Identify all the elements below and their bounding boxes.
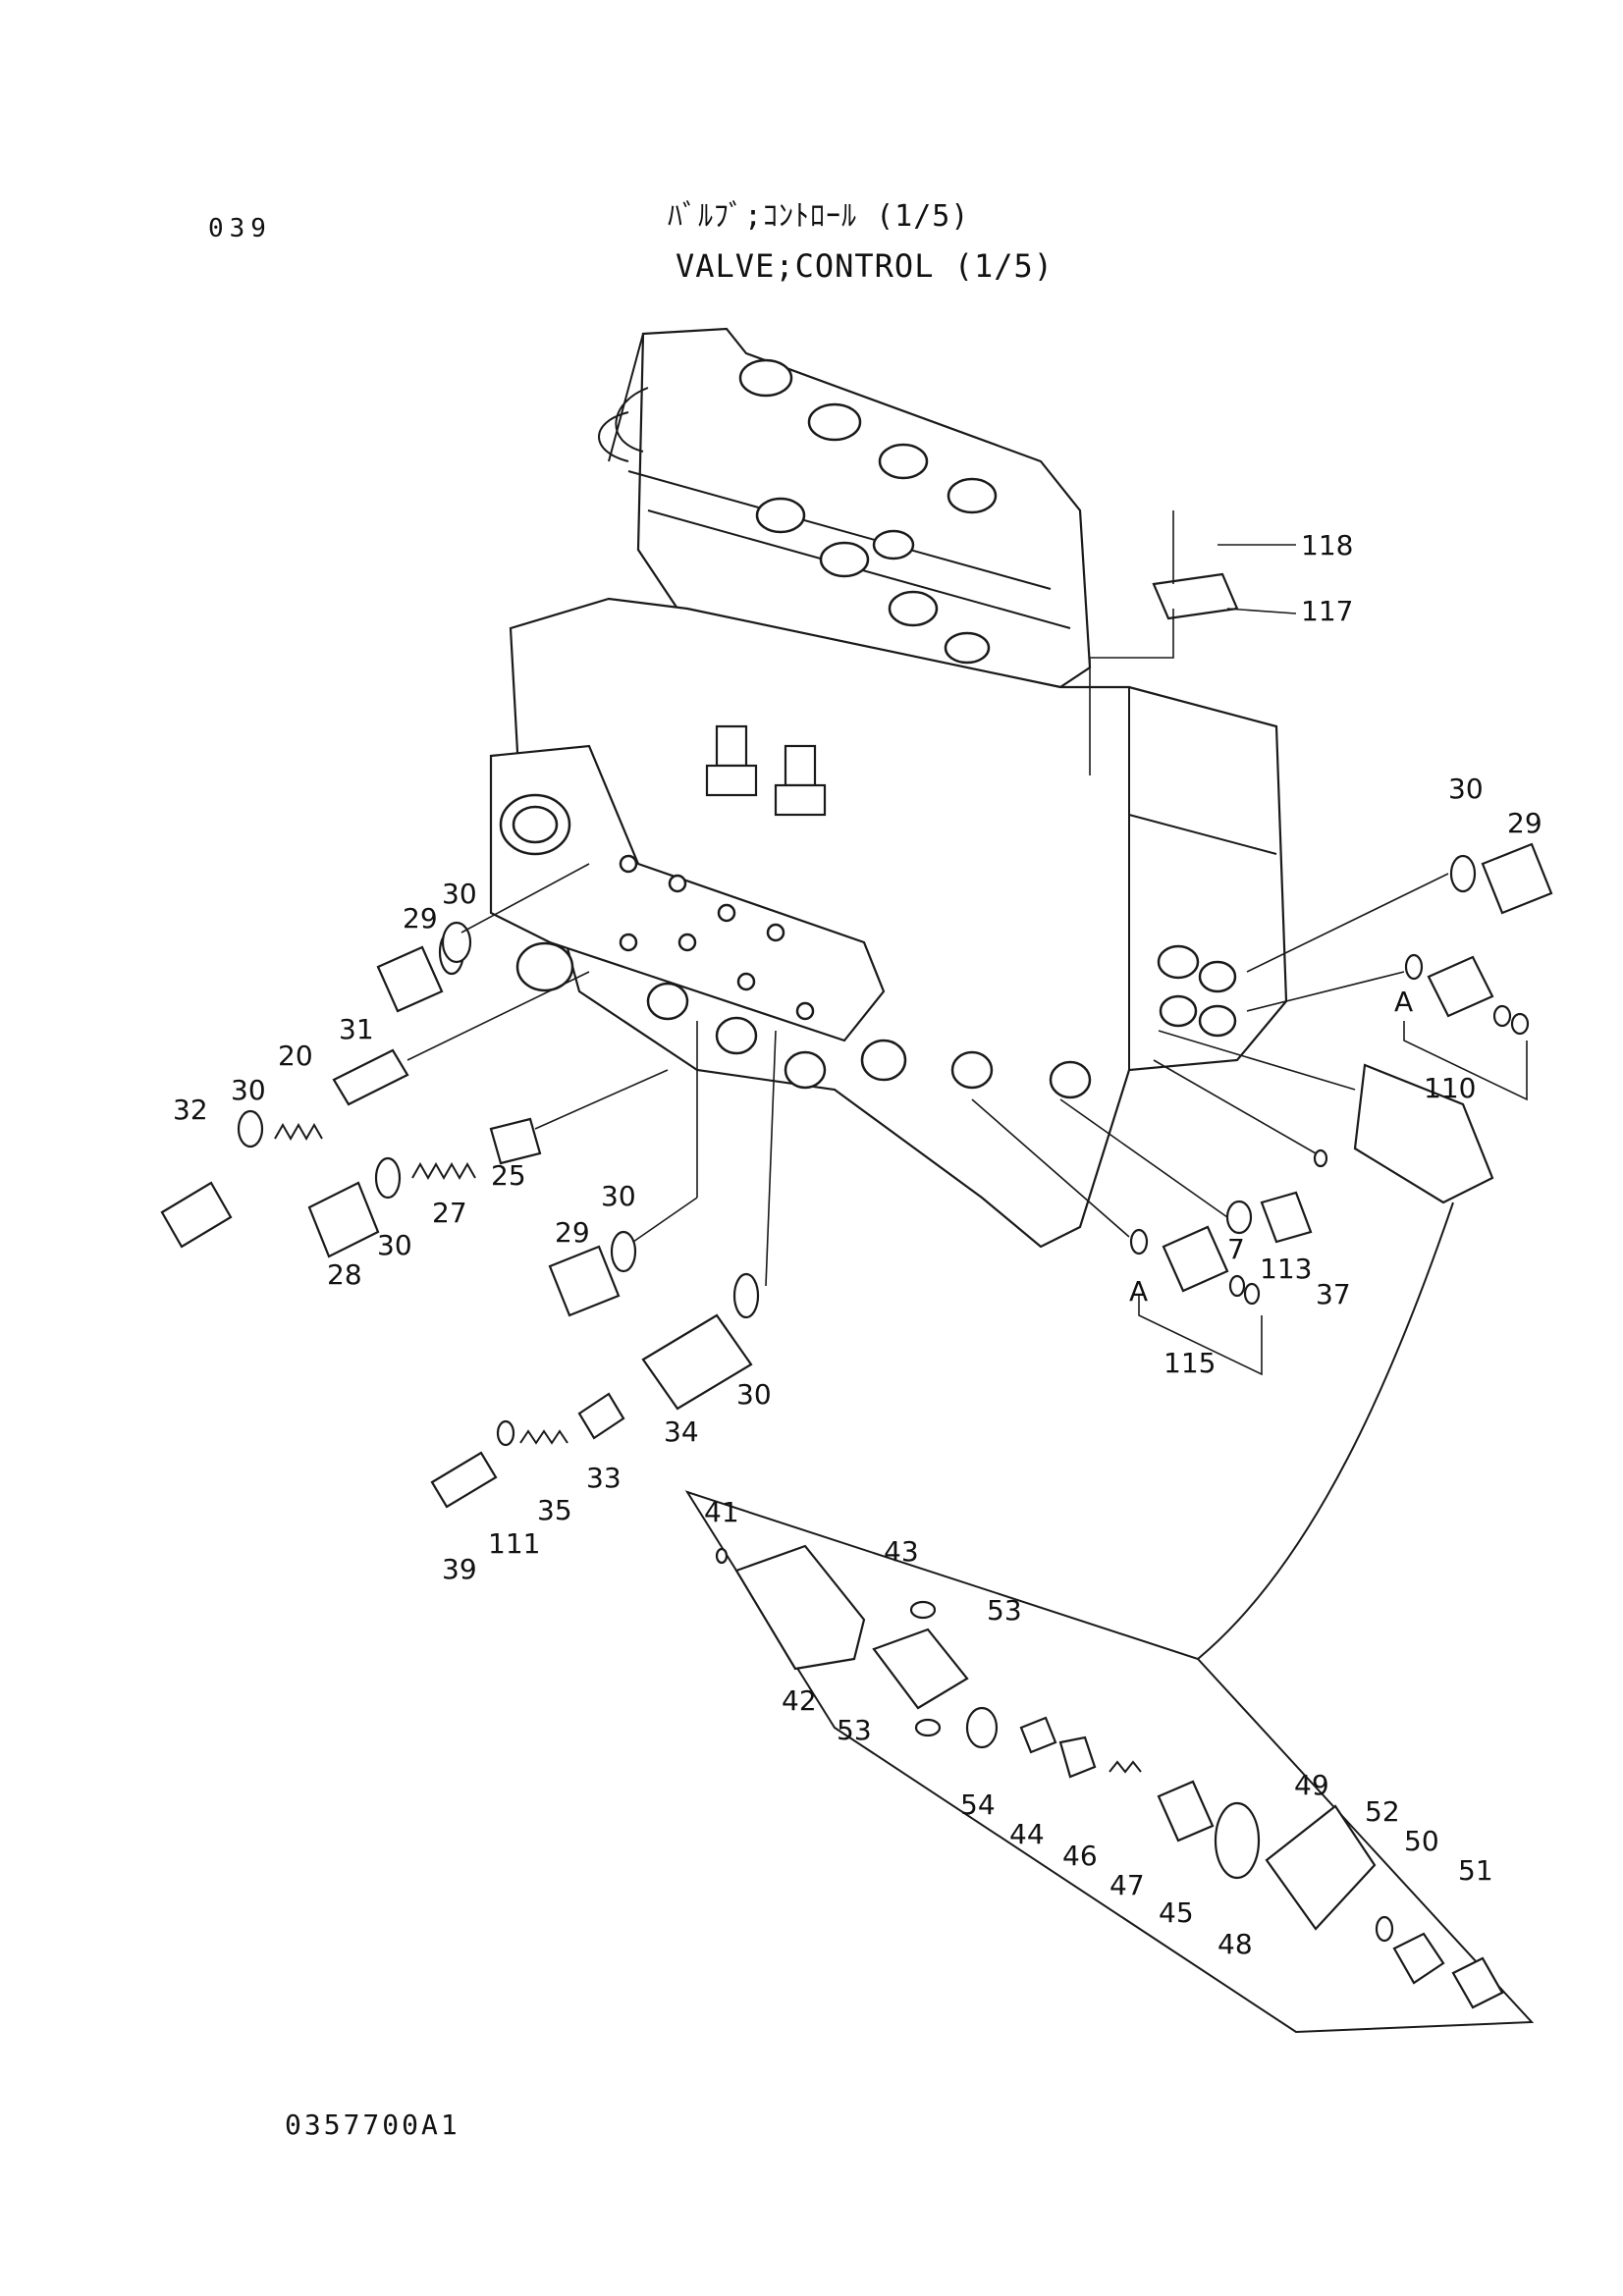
callout-25: 25 (491, 1159, 526, 1192)
title-japanese: ﾊﾞﾙﾌﾞ;ｺﾝﾄﾛｰﾙ (1/5) (668, 199, 970, 234)
callout-47: 47 (1109, 1869, 1145, 1901)
drawing-code: 0357700A1 (285, 2109, 460, 2141)
callout-50: 50 (1404, 1825, 1439, 1857)
callout-53-upper: 53 (987, 1594, 1022, 1627)
callout-35: 35 (537, 1494, 572, 1526)
right-parts (971, 842, 1553, 1660)
callout-48: 49 (1294, 1769, 1329, 1801)
callout-labels: 118 117 30 29 29 30 31 20 30 32 30 27 25… (173, 529, 1542, 1960)
callout-7: 7 (1227, 1233, 1245, 1265)
callout-110: 110 (1424, 1072, 1476, 1104)
nameplate-group (1089, 510, 1297, 775)
callout-31: 31 (339, 1013, 374, 1045)
callout-30-left: 30 (442, 878, 477, 910)
callout-30-lower-left: 30 (377, 1229, 412, 1261)
callout-33: 33 (586, 1462, 622, 1494)
callout-111: 111 (488, 1527, 540, 1560)
callout-54: 54 (960, 1789, 996, 1821)
callout-37: 37 (1316, 1278, 1351, 1310)
callout-117: 117 (1301, 595, 1353, 627)
callout-51: 51 (1458, 1854, 1493, 1887)
left-parts (160, 863, 777, 1509)
callout-20: 20 (278, 1040, 313, 1072)
callout-118: 118 (1301, 529, 1353, 561)
callout-44: 44 (1009, 1818, 1045, 1850)
relief-valve-inset (684, 1490, 1535, 2034)
callout-45: 45 (1159, 1896, 1194, 1929)
callout-30-lower: 30 (601, 1180, 636, 1212)
callout-29-right-top: 29 (1507, 807, 1542, 839)
callout-39: 39 (442, 1553, 477, 1585)
callout-41: 41 (704, 1496, 739, 1528)
callout-29-left: 29 (403, 902, 438, 934)
valve-body (489, 327, 1288, 1249)
callout-28: 28 (327, 1258, 362, 1291)
callout-30-center: 30 (736, 1378, 772, 1411)
callout-30-right-top: 30 (1448, 773, 1484, 805)
callout-A-lower: A (1129, 1275, 1148, 1308)
callout-113: 113 (1260, 1253, 1312, 1285)
callout-46: 46 (1062, 1840, 1098, 1872)
callout-49: 48 (1217, 1928, 1253, 1960)
page-number: 039 (208, 214, 272, 243)
callout-27: 27 (432, 1197, 467, 1229)
callout-52: 52 (1365, 1795, 1400, 1828)
callout-42: 42 (782, 1684, 817, 1717)
callout-32: 32 (173, 1094, 208, 1126)
callout-30-far-left: 30 (231, 1074, 266, 1106)
callout-43: 43 (884, 1535, 919, 1568)
callout-115: 115 (1163, 1347, 1216, 1379)
callout-53-lower: 53 (837, 1714, 872, 1746)
title-english: VALVE;CONTROL (1/5) (676, 247, 1055, 285)
callout-A-upper: A (1394, 986, 1413, 1018)
callout-29-lower: 29 (555, 1216, 590, 1249)
callout-34: 34 (664, 1415, 699, 1448)
